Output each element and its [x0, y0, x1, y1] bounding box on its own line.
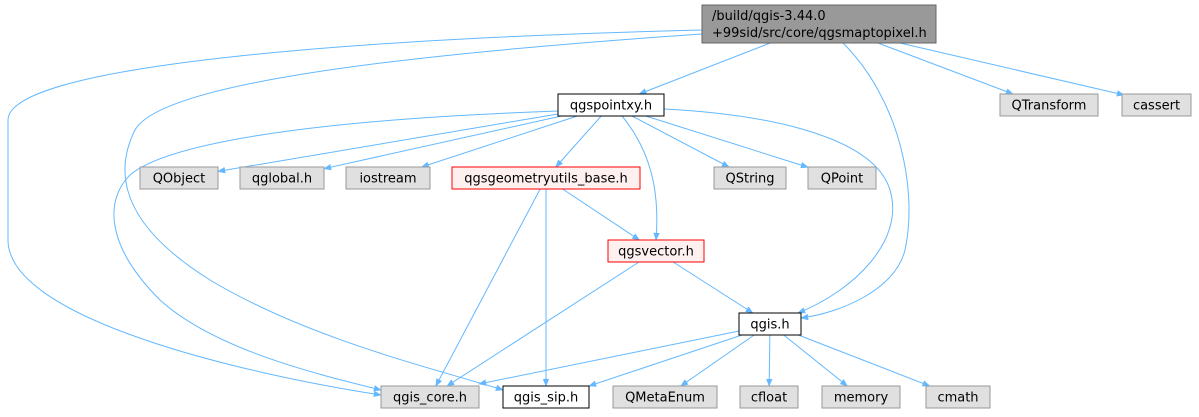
node-label: qgis.h [750, 318, 789, 333]
node-cassert: cassert [1121, 93, 1192, 117]
node-cfloat: cfloat [739, 385, 799, 409]
node-label: qgis_sip.h [514, 391, 578, 406]
node-qgiscore: qgis_core.h [380, 385, 480, 409]
node-box [607, 239, 705, 263]
edge-qgspointxy-to-qstring [631, 115, 730, 168]
edge-qgspointxy-to-qglobal [323, 115, 562, 171]
edge-qgspointxy-to-qobject [217, 113, 559, 174]
edge-geomutils-to-qgiscore [435, 188, 541, 387]
edge-layer [7, 29, 1125, 398]
node-box [1121, 93, 1192, 117]
node-label: QMetaEnum [625, 391, 705, 406]
node-label: QTransform [1012, 99, 1087, 114]
node-label: /build/qgis-3.44.0 [712, 9, 826, 24]
edge-geomutils-to-qgsvector [562, 188, 641, 241]
edge-root-to-qgissip [124, 33, 703, 391]
node-label: qglobal.h [252, 172, 312, 187]
node-label: memory [834, 391, 889, 406]
edge-qgis-to-cmath [798, 334, 931, 387]
edge-qgspointxy-to-qgis [663, 108, 894, 314]
edge-qgspointxy-to-qgsvector [621, 115, 660, 241]
node-layer: /build/qgis-3.44.0 +99sid/src/core/qgsmap… [139, 4, 1192, 409]
node-label: +99sid/src/core/qgsmaptopixel.h [712, 26, 927, 41]
node-qobject: QObject [139, 166, 219, 190]
node-label: cfloat [751, 391, 787, 406]
edge-qgsvector-to-qgis [672, 261, 754, 314]
node-box [557, 93, 665, 117]
node-box [713, 166, 787, 190]
node-box [502, 385, 590, 409]
node-box [451, 166, 641, 190]
node-qgsvector[interactable]: qgsvector.h [607, 239, 705, 263]
node-box [999, 93, 1099, 117]
node-label: cassert [1133, 99, 1180, 114]
node-qgissip[interactable]: qgis_sip.h [502, 385, 590, 409]
node-box [738, 312, 802, 336]
node-root[interactable]: /build/qgis-3.44.0 +99sid/src/core/qgsmap… [701, 4, 937, 44]
node-label: qgsgeometryutils_base.h [464, 172, 627, 187]
node-box [807, 166, 877, 190]
node-iostream: iostream [345, 166, 431, 190]
edge-qgspointxy-to-iostream [420, 115, 578, 168]
edge-qgis-to-memory [783, 334, 848, 387]
node-qpoint: QPoint [807, 166, 877, 190]
node-label: qgis_core.h [393, 391, 467, 406]
edge-qgis-to-qgissip [588, 334, 743, 387]
node-label: qgspointxy.h [570, 99, 652, 114]
node-box [139, 166, 219, 190]
node-box [925, 385, 991, 409]
node-label: QPoint [821, 172, 864, 187]
node-box [739, 385, 799, 409]
edge-root-to-qgspointxy [638, 42, 771, 95]
node-label: QString [725, 172, 774, 187]
node-memory: memory [821, 385, 901, 409]
edge-root-to-qgis [800, 42, 910, 321]
node-cmath: cmath [925, 385, 991, 409]
node-box [612, 385, 718, 409]
edge-qgspointxy-to-qgiscore [113, 110, 559, 392]
node-box [345, 166, 431, 190]
edge-qgis-to-qgiscore [478, 330, 740, 386]
node-box [380, 385, 480, 409]
node-box [239, 166, 325, 190]
node-qglobal: qglobal.h [239, 166, 325, 190]
node-qstring: QString [713, 166, 787, 190]
node-qgis[interactable]: qgis.h [738, 312, 802, 336]
edge-qgspointxy-to-geomutils [555, 115, 602, 168]
node-qmetaenum: QMetaEnum [612, 385, 718, 409]
edge-qgis-to-qmetaenum [680, 334, 755, 387]
edge-qgsvector-to-qgiscore [446, 261, 640, 387]
node-box [821, 385, 901, 409]
node-box [701, 4, 937, 44]
node-label: iostream [359, 172, 416, 187]
node-label: cmath [937, 391, 978, 406]
node-geomutils[interactable]: qgsgeometryutils_base.h [451, 166, 641, 190]
node-qtransform: QTransform [999, 93, 1099, 117]
node-label: QObject [153, 172, 206, 187]
edge-root-to-qtransform [877, 42, 1014, 95]
edge-root-to-cassert [899, 42, 1125, 97]
edge-qgspointxy-to-qpoint [645, 115, 809, 169]
node-qgspointxy[interactable]: qgspointxy.h [557, 93, 665, 117]
edge-qgis-to-cfloat [766, 334, 773, 387]
node-label: qgsvector.h [618, 245, 694, 260]
edge-root-to-qgiscore [7, 29, 703, 398]
